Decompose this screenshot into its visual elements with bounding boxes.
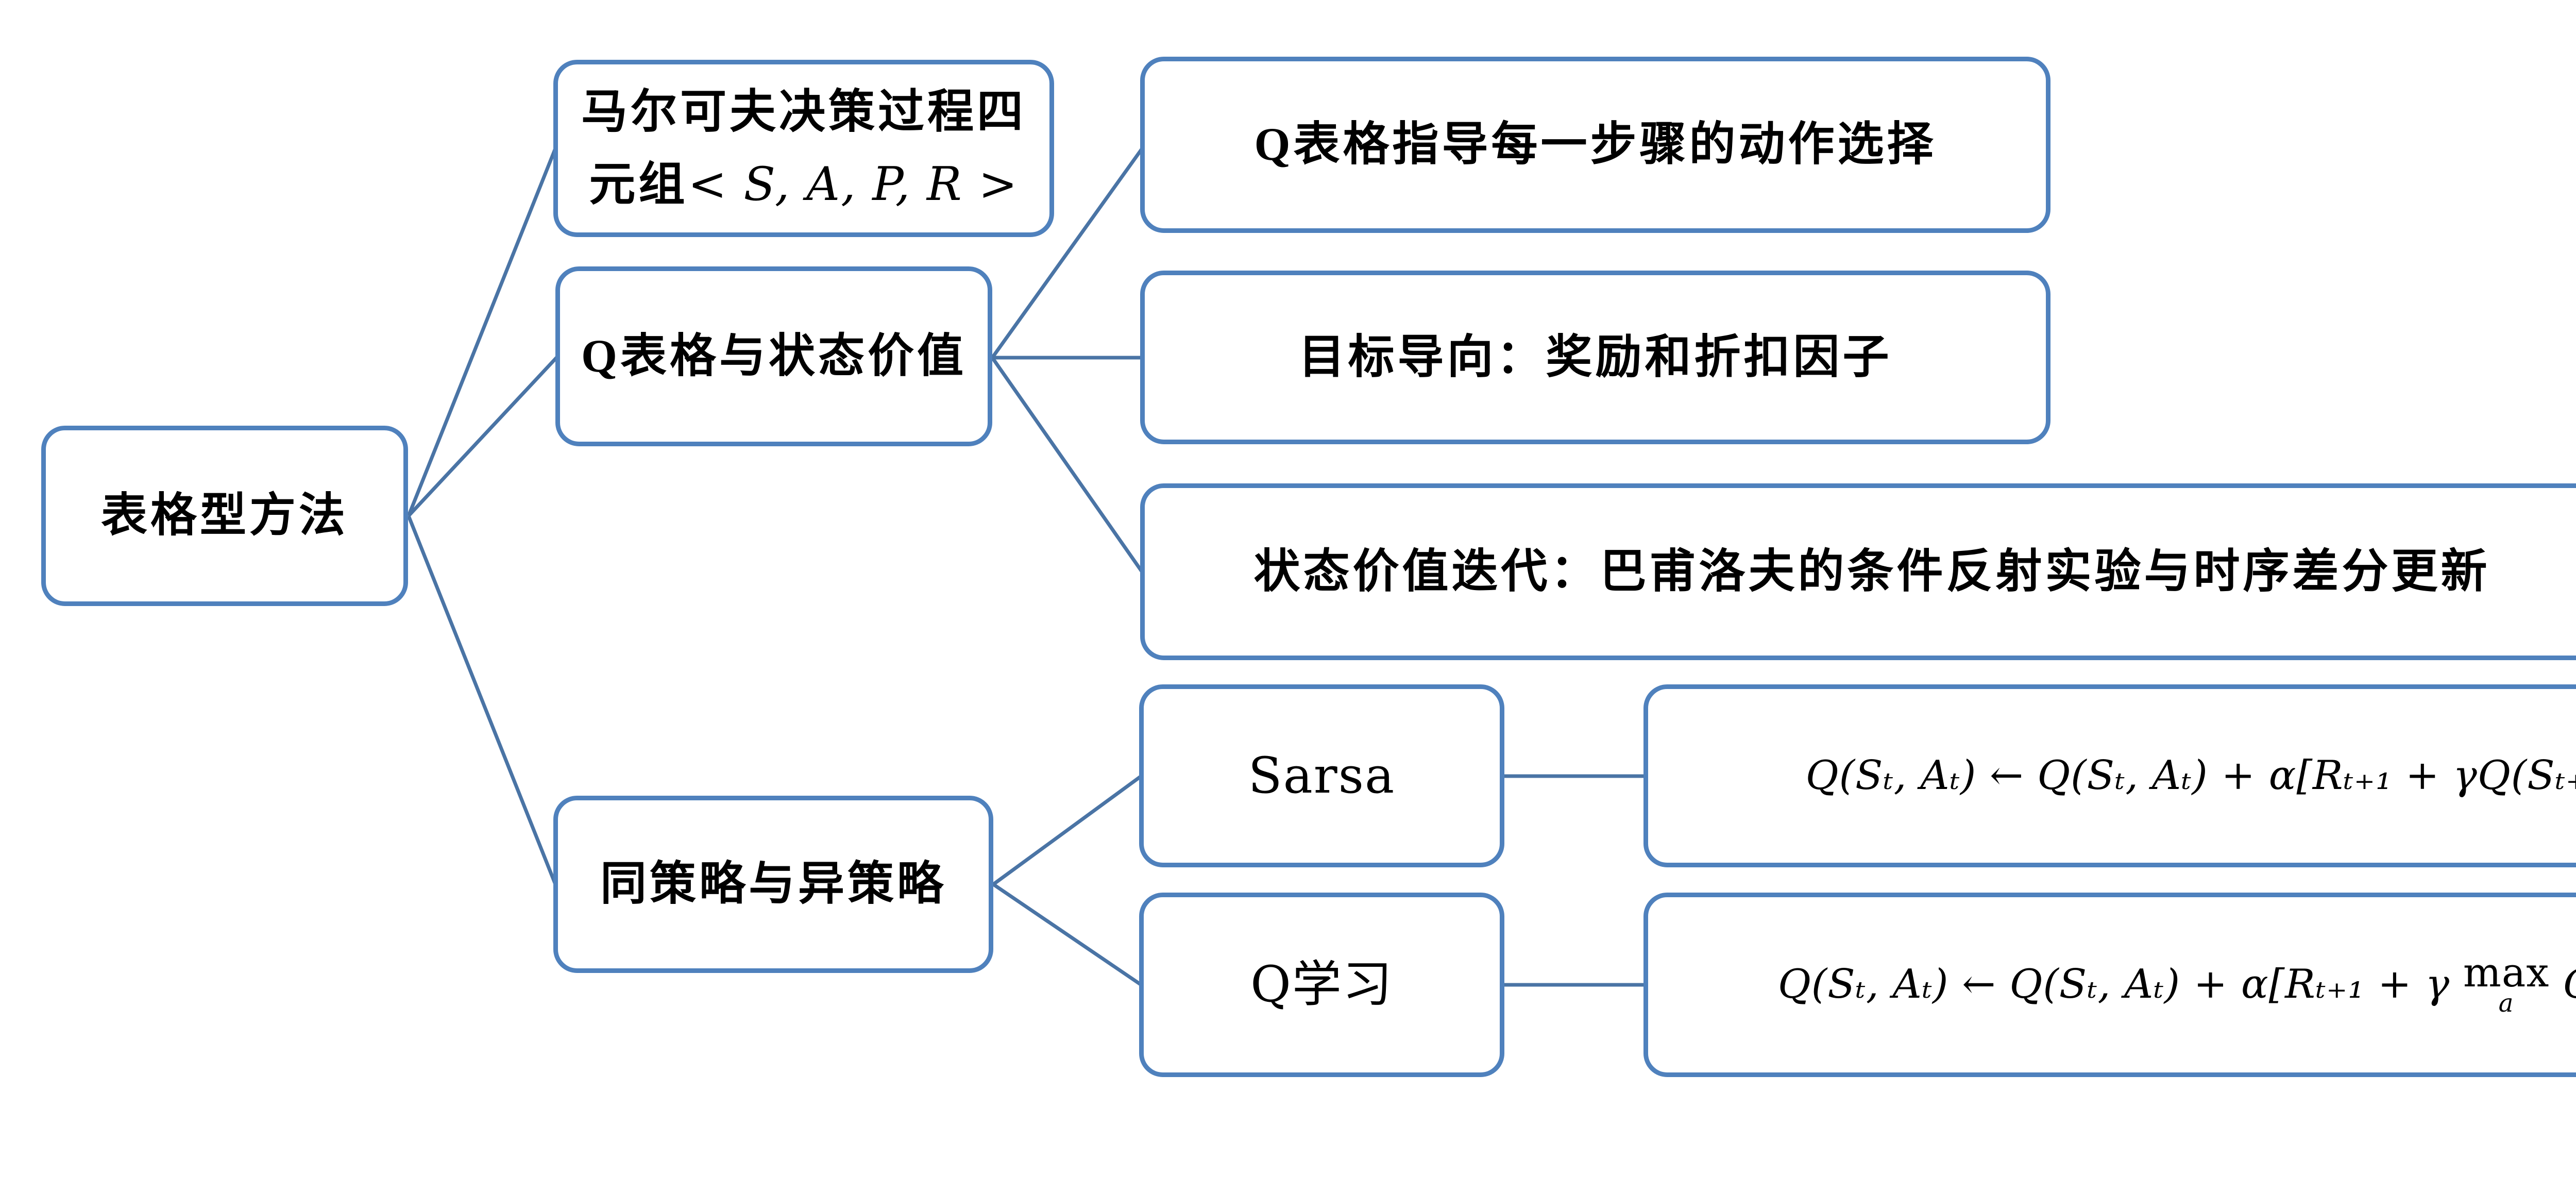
node-root-tabular-methods: 表格型方法 xyxy=(41,426,408,606)
qlearning-label: Q学习 xyxy=(1250,955,1393,1014)
connector-qtable-to-action-box xyxy=(991,147,1144,359)
connector-policy-to-sarsa xyxy=(992,775,1143,886)
qlearning-formula-before-max: Q(Sₜ, Aₜ) ← Q(Sₜ, Aₜ) + α[Rₜ₊₁ + γ xyxy=(1777,961,2463,1008)
state-value-iteration-label: 状态价值迭代：巴甫洛夫的条件反射实验与时序差分更新 xyxy=(1253,546,2490,597)
node-on-off-policy-label: 同策略与异策略 xyxy=(600,859,946,910)
node-mdp-tuple: 马尔可夫决策过程四 元组< S, A, P, R > xyxy=(553,60,1054,237)
node-qtable-label: Q表格与状态价值 xyxy=(581,330,967,382)
node-qtable-guides-actions: Q表格指导每一步骤的动作选择 xyxy=(1140,57,2050,233)
mdp-label-line2: 元组< S, A, P, R > xyxy=(581,148,1026,221)
qtable-guides-actions-label: Q表格指导每一步骤的动作选择 xyxy=(1254,119,1937,170)
node-sarsa: Sarsa xyxy=(1139,684,1504,867)
node-root-label: 表格型方法 xyxy=(101,490,348,541)
node-sarsa-update-formula: Q(Sₜ, Aₜ) ← Q(Sₜ, Aₜ) + α[Rₜ₊₁ + γQ(Sₜ₊₁… xyxy=(1643,684,2576,867)
max-operator-word: max xyxy=(2463,949,2550,996)
node-goal-oriented-reward-discount: 目标导向：奖励和折扣因子 xyxy=(1140,271,2050,444)
sarsa-formula-text: Q(Sₜ, Aₜ) ← Q(Sₜ, Aₜ) + α[Rₜ₊₁ + γQ(Sₜ₊₁… xyxy=(1805,752,2576,799)
max-operator-subscript: a xyxy=(2498,989,2514,1018)
connector-root-to-mdp xyxy=(406,147,557,517)
sarsa-label: Sarsa xyxy=(1248,746,1396,804)
mdp-tuple-math: < S, A, P, R > xyxy=(688,157,1019,211)
connector-policy-to-qlearning xyxy=(992,883,1142,986)
goal-oriented-label: 目标导向：奖励和折扣因子 xyxy=(1298,331,1892,383)
mdp-label-line1: 马尔可夫决策过程四 xyxy=(581,87,1026,138)
qlearning-formula-after-max: Q(Sₜ₊₁, a) − Q(Sₜ, Aₜ)] xyxy=(2549,961,2576,1009)
connector-root-to-qtable xyxy=(407,355,559,517)
connector-root-to-policy xyxy=(406,515,557,885)
node-state-value-iteration: 状态价值迭代：巴甫洛夫的条件反射实验与时序差分更新 xyxy=(1140,483,2576,660)
connector-qtable-to-value-box xyxy=(991,356,1144,574)
mdp-line2-prefix: 元组 xyxy=(589,159,688,210)
node-mdp-label: 马尔可夫决策过程四 元组< S, A, P, R > xyxy=(581,76,1026,221)
node-on-off-policy: 同策略与异策略 xyxy=(553,796,993,973)
node-qtable-state-value: Q表格与状态价值 xyxy=(555,266,992,446)
node-qlearning: Q学习 xyxy=(1139,893,1504,1077)
